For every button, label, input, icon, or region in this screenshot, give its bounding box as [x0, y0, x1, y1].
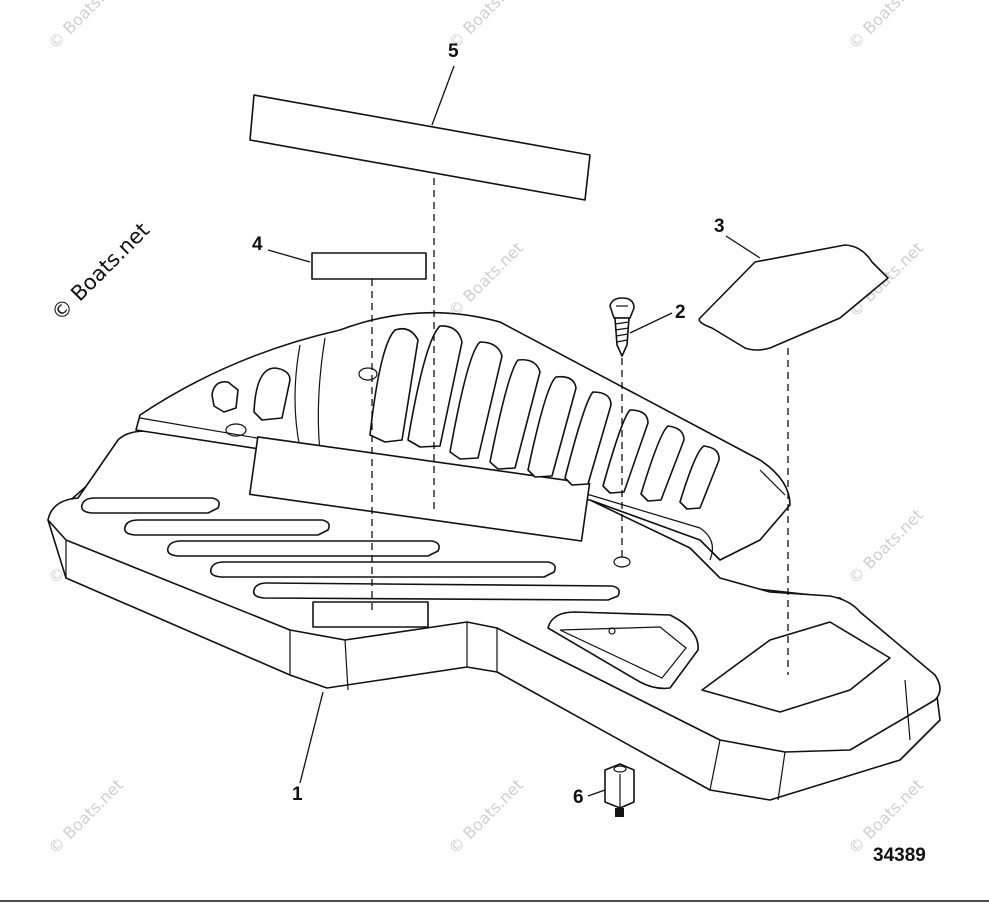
part-5-large-decal [249, 94, 591, 510]
part-1-upper-housing [135, 311, 791, 568]
leader-lines [267, 65, 761, 797]
decal-area-4 [312, 601, 429, 628]
callout-3: 3 [714, 216, 725, 237]
watermark-tile: © Boats.net [844, 0, 926, 53]
part-3-pad [698, 244, 889, 675]
callout-1: 1 [292, 784, 303, 805]
watermark-tile: © Boats.net [444, 238, 526, 320]
figure-number: 34389 [873, 845, 926, 866]
part-2-screw [609, 297, 635, 560]
watermark-tile: © Boats.net [444, 775, 526, 857]
watermark-tile: © Boats.net [44, 0, 126, 53]
part-6-standoff [604, 763, 635, 817]
part-1-base-plate [47, 429, 941, 801]
callout-4: 4 [252, 234, 263, 255]
decal-area-5 [248, 436, 591, 542]
part-4-small-decal [311, 252, 427, 610]
callout-5: 5 [448, 41, 459, 62]
watermark-tile: © Boats.net [844, 505, 926, 587]
standoff-stud-icon [615, 808, 624, 817]
decal-area-3 [701, 621, 891, 713]
watermark-tile: © Boats.net [44, 775, 126, 857]
callout-labels: 5 4 3 2 1 6 [252, 41, 725, 808]
callout-2: 2 [675, 302, 686, 323]
callout-6: 6 [573, 787, 584, 808]
watermark-main: © Boats.net [47, 218, 155, 326]
